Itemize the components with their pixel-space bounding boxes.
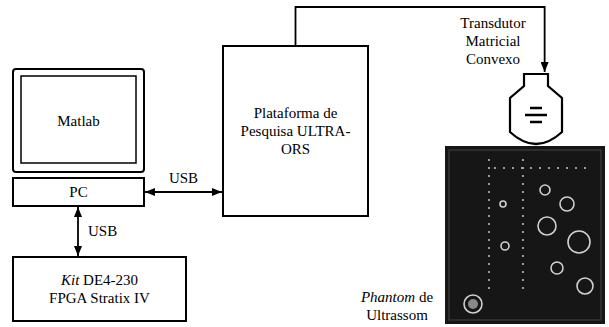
cyst-target (577, 278, 593, 294)
wire-target (522, 255, 524, 257)
convex-probe: Transdutor Matricial Convexo (500, 72, 572, 152)
node-text: FPGA Stratix IV (49, 289, 150, 307)
wire-target (488, 215, 490, 217)
wire-target (488, 199, 490, 201)
wire-target (522, 175, 524, 177)
wire-target (488, 231, 490, 233)
pc-box: PC (12, 177, 145, 207)
wire-target (522, 271, 524, 273)
wire-target (522, 287, 524, 289)
wire-target (522, 215, 524, 217)
wire-target (522, 207, 524, 209)
convex-probe-shape (500, 72, 572, 152)
cyst-target (500, 201, 506, 207)
wire-target (488, 239, 490, 241)
wire-target (488, 255, 490, 257)
wire-target (488, 207, 490, 209)
probe-element (530, 107, 542, 110)
phantom-body (445, 146, 605, 324)
edge-label: USB (86, 223, 119, 240)
wire-target (539, 167, 541, 169)
wire-target (488, 271, 490, 273)
wire-target (522, 279, 524, 281)
wire-target (488, 287, 490, 289)
wire-target (503, 167, 505, 169)
probe-element (525, 114, 547, 117)
text-group: Plataforma de Pesquisa ULTRA-ORS (224, 47, 367, 215)
wire-target (488, 167, 490, 169)
wire-target (494, 167, 496, 169)
wire-target (488, 175, 490, 177)
monitor: Matlab (12, 68, 145, 173)
wire-target (522, 247, 524, 249)
wire-target (522, 223, 524, 225)
probe-outline (510, 74, 562, 144)
text-group: Matlab (12, 68, 145, 173)
wire-target (488, 191, 490, 193)
platform-box: Plataforma de Pesquisa ULTRA-ORS (222, 45, 369, 217)
text-run: DE4-230 (79, 272, 138, 288)
cyst-target (540, 185, 550, 195)
node-text: Phantom de Ultrassom (353, 288, 441, 324)
text-group: Kit DE4-230FPGA Stratix IV (14, 258, 185, 320)
wire-target (566, 167, 568, 169)
wire-target (522, 183, 524, 185)
wire-target (522, 231, 524, 233)
cyst-target (560, 197, 574, 211)
wire-target (521, 167, 523, 169)
probe-element (530, 121, 542, 124)
wire-target (584, 167, 586, 169)
connector (77, 207, 79, 256)
wire-target (522, 167, 524, 169)
monitor-screen (21, 76, 136, 163)
wire-target (522, 263, 524, 265)
wire-target (575, 167, 577, 169)
node-text: Matlab (57, 112, 100, 130)
wire-target (522, 199, 524, 201)
wire-target (488, 263, 490, 265)
wire-target (530, 167, 532, 169)
wire-target (522, 191, 524, 193)
italic-word: Phantom (361, 289, 415, 305)
wire-target (488, 247, 490, 249)
wire-target (557, 167, 559, 169)
node-text: Kit DE4-230 (61, 271, 138, 289)
wire-target (512, 167, 514, 169)
italic-word: Kit (61, 272, 79, 288)
fpga-kit-box: Kit DE4-230FPGA Stratix IV (12, 256, 187, 322)
node-text: Transdutor Matricial Convexo (453, 14, 533, 68)
cyst-target (464, 295, 482, 313)
phantom-shape (445, 146, 605, 324)
cyst-target (538, 217, 556, 235)
wire-target (488, 183, 490, 185)
text-group: PC (14, 179, 143, 205)
phantom: Phantom de Ultrassom (445, 146, 605, 324)
node-text: Plataforma de Pesquisa ULTRA-ORS (238, 104, 353, 158)
connector (145, 191, 222, 193)
cyst-target (551, 262, 563, 274)
text-group: Phantom de Ultrassom (353, 288, 441, 324)
wire-target (488, 223, 490, 225)
cyst-core (468, 299, 478, 309)
wire-target (522, 159, 524, 161)
cyst-target (568, 231, 590, 253)
node-text: PC (69, 183, 87, 201)
wire-target (488, 279, 490, 281)
wire-target (488, 159, 490, 161)
wire-target (522, 239, 524, 241)
monitor-frame (13, 69, 144, 172)
text-group: Transdutor Matricial Convexo (453, 14, 533, 68)
cyst-target (501, 242, 509, 250)
phantom-window (449, 150, 601, 320)
edge-label: USB (167, 170, 200, 187)
wire-target (548, 167, 550, 169)
